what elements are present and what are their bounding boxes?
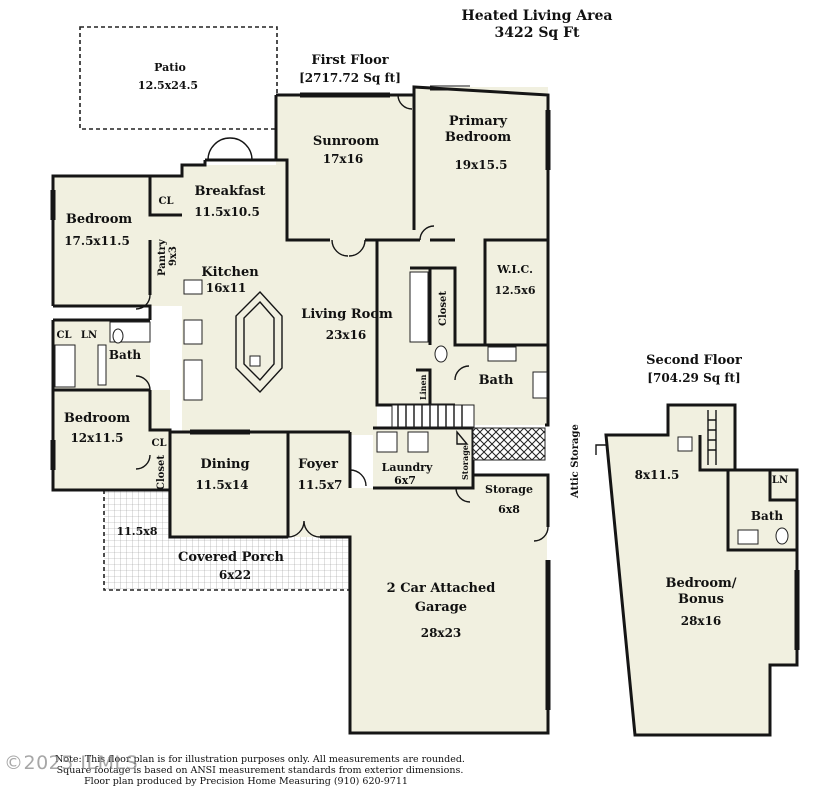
attic-storage-label: Attic Storage xyxy=(570,424,581,499)
room-labels: Patio 12.5x24.5 Sunroom 17x16 Primary Be… xyxy=(57,61,789,640)
sunroom-size: 17x16 xyxy=(323,152,364,166)
footer-note-1: Note: This floor plan is for illustratio… xyxy=(55,754,465,765)
pantry-label: Pantry xyxy=(157,238,168,276)
bonus-size: 28x16 xyxy=(681,614,722,628)
patio-label: Patio xyxy=(154,61,186,74)
closet-lower-label: Closet xyxy=(156,455,167,490)
bath-left-label: Bath xyxy=(109,348,141,362)
primary-bedroom-label-2: Bedroom xyxy=(445,130,512,145)
breakfast-label: Breakfast xyxy=(195,184,266,199)
storage-label: Storage xyxy=(485,483,533,496)
living-room-size: 23x16 xyxy=(326,328,367,342)
garage-label-2: Garage xyxy=(415,600,467,615)
living-room-label: Living Room xyxy=(301,307,393,322)
covered-porch-size: 6x22 xyxy=(219,568,251,582)
foyer-label: Foyer xyxy=(298,457,338,472)
bedroom-1-label: Bedroom xyxy=(66,212,133,227)
closet-mid-label: Closet xyxy=(438,291,449,326)
cl-lower-label: CL xyxy=(152,438,167,449)
laundry-size: 6x7 xyxy=(394,474,416,487)
dining-label: Dining xyxy=(200,457,249,472)
pantry-size: 9x3 xyxy=(168,246,179,266)
windows xyxy=(50,85,551,710)
wic-label: W.I.C. xyxy=(496,263,533,276)
bonus-label-1: Bedroom/ xyxy=(665,576,736,591)
dining-size: 11.5x14 xyxy=(195,478,248,492)
primary-bedroom-size: 19x15.5 xyxy=(454,158,507,172)
kitchen-size: 16x11 xyxy=(206,281,247,295)
second-floor-area: [704.29 Sq ft] xyxy=(647,371,740,385)
upper-room-size: 8x11.5 xyxy=(635,468,680,482)
sunroom-label: Sunroom xyxy=(313,134,379,149)
primary-bedroom-label-1: Primary xyxy=(449,114,508,129)
header-title: Heated Living Area xyxy=(462,8,613,24)
patio-size: 12.5x24.5 xyxy=(138,79,198,92)
laundry-label: Laundry xyxy=(382,461,433,474)
watermark: ©2025 ILMLS xyxy=(4,752,139,774)
garage-size: 28x23 xyxy=(421,626,462,640)
second-floor xyxy=(595,403,800,737)
first-floor-area: [2717.72 Sq ft] xyxy=(299,71,401,85)
linen-label: Linen xyxy=(418,374,428,400)
porch-side-size: 11.5x8 xyxy=(116,525,157,538)
cl-left-label: CL xyxy=(57,330,72,341)
bedroom-1-size: 17.5x11.5 xyxy=(64,234,130,248)
breakfast-size: 11.5x10.5 xyxy=(194,205,260,219)
garage-label-1: 2 Car Attached xyxy=(387,581,496,596)
second-floor-title: Second Floor xyxy=(646,353,742,368)
storage-size: 6x8 xyxy=(498,503,520,516)
cl-top-label: CL xyxy=(159,196,174,207)
ln-upper-label: LN xyxy=(772,475,788,486)
first-floor-fixtures xyxy=(54,271,548,461)
footer-note-3: Floor plan produced by Precision Home Me… xyxy=(84,776,408,787)
patio-area xyxy=(79,26,278,130)
bath-primary-label: Bath xyxy=(479,373,514,388)
bath-upper-label: Bath xyxy=(751,509,783,523)
first-floor-title: First Floor xyxy=(311,53,388,68)
bedroom-2-size: 12x11.5 xyxy=(70,431,123,445)
storage-small-label: Storage xyxy=(460,445,470,480)
bonus-label-2: Bonus xyxy=(678,592,724,607)
foyer-size: 11.5x7 xyxy=(298,478,343,492)
bedroom-2-label: Bedroom xyxy=(64,411,131,426)
ln-left-label: LN xyxy=(81,330,97,341)
header-total: 3422 Sq Ft xyxy=(494,25,580,41)
wic-size: 12.5x6 xyxy=(494,284,535,297)
footer-note-2: Square footage is based on ANSI measurem… xyxy=(57,765,464,776)
covered-porch-label: Covered Porch xyxy=(178,550,284,565)
kitchen-label: Kitchen xyxy=(201,265,259,280)
door-swings xyxy=(135,94,549,542)
